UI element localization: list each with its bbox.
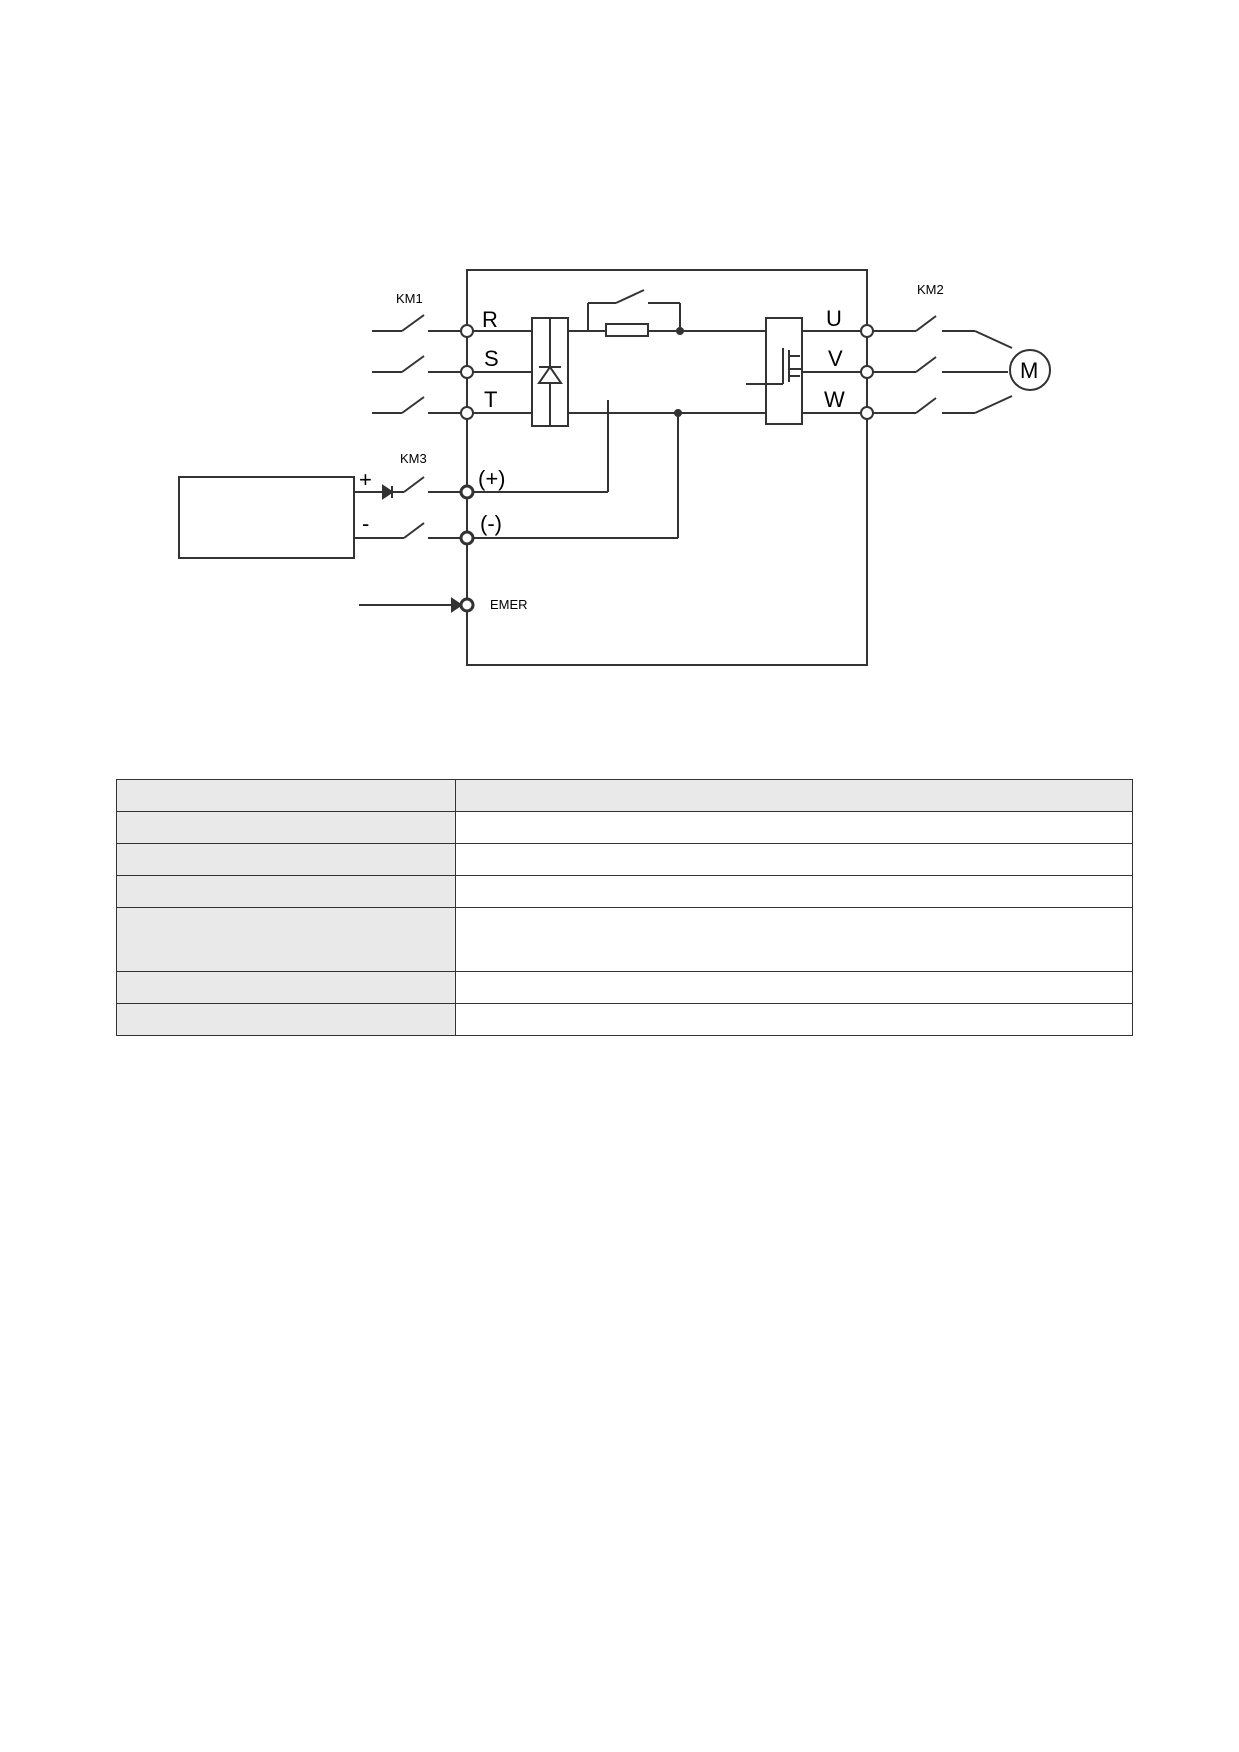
table-row [116, 811, 1133, 844]
table-cell-label [116, 779, 456, 812]
table-cell-label [116, 971, 456, 1004]
dc-source-plus-label: + [359, 467, 372, 492]
emer-input [359, 597, 463, 613]
table-header-row [116, 779, 1133, 812]
table-cell-value [455, 779, 1133, 812]
igbt-inverter [746, 317, 803, 425]
junction-dot [676, 327, 684, 335]
table-cell-label [116, 875, 456, 908]
dc-power-source [178, 476, 355, 559]
terminal-r-label: R [482, 307, 498, 332]
terminal-t-label: T [484, 387, 497, 412]
emer-label: EMER [490, 597, 528, 612]
terminal-v [860, 365, 874, 379]
terminal-r [460, 324, 474, 338]
km2-contactor [873, 315, 937, 414]
table-row [116, 1003, 1133, 1036]
table-cell-label [116, 811, 456, 844]
motor-label: M [1020, 358, 1038, 383]
km2-label: KM2 [917, 282, 944, 297]
table-row [116, 843, 1133, 876]
terminal-s [460, 365, 474, 379]
terminal-s-label: S [484, 346, 499, 371]
inverter-enclosure [466, 269, 868, 666]
terminal-dc-plus-label: (+) [478, 466, 506, 491]
table-cell-label [116, 907, 456, 972]
wiring-diagram: KM1 KM2 KM3 R S T U V W (+) (-) + - EMER… [178, 269, 1051, 666]
table-row [116, 971, 1133, 1004]
km1-contactor [372, 314, 461, 414]
spec-table [116, 779, 1133, 1036]
table-cell-value [455, 907, 1133, 972]
table-cell-value [455, 843, 1133, 876]
table-cell-value [455, 1003, 1133, 1036]
km1-label: KM1 [396, 291, 423, 306]
junction-dot [674, 409, 682, 417]
table-cell-value [455, 875, 1133, 908]
terminal-u-label: U [826, 306, 842, 331]
precharge-relay [587, 289, 681, 337]
rectifier-bridge [531, 317, 569, 427]
terminal-emer [459, 597, 475, 613]
table-row [116, 907, 1133, 972]
table-row [116, 875, 1133, 908]
terminal-w-label: W [824, 387, 845, 412]
terminal-dc-minus [459, 530, 475, 546]
terminal-u [860, 324, 874, 338]
table-cell-label [116, 1003, 456, 1036]
terminal-dc-minus-label: (-) [480, 511, 502, 536]
table-cell-value [455, 811, 1133, 844]
terminal-t [460, 406, 474, 420]
table-cell-label [116, 843, 456, 876]
km3-contactor [354, 476, 461, 539]
motor [1009, 349, 1051, 391]
terminal-w [860, 406, 874, 420]
km3-label: KM3 [400, 451, 427, 466]
table-cell-value [455, 971, 1133, 1004]
terminal-dc-plus [459, 484, 475, 500]
terminal-v-label: V [828, 346, 843, 371]
dc-source-minus-label: - [362, 511, 369, 536]
